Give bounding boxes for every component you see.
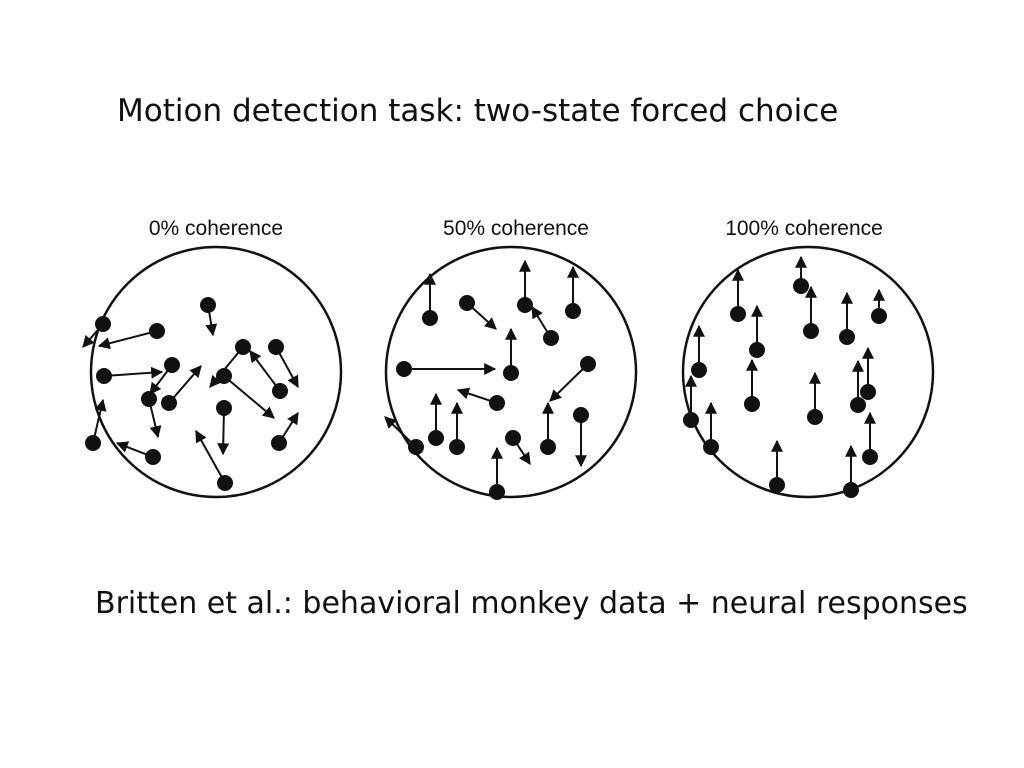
- motion-arrow: [172, 365, 202, 399]
- motion-arrow: [281, 411, 299, 438]
- dot: [422, 310, 438, 326]
- dot: [271, 435, 287, 451]
- dot: [217, 475, 233, 491]
- dot: [235, 339, 251, 355]
- aperture-circle: [384, 245, 638, 499]
- dot: [216, 400, 232, 416]
- dot: [428, 430, 444, 446]
- dot-field: [683, 255, 887, 498]
- dot: [580, 356, 596, 372]
- panel-50-coherence: 50% coherence: [384, 217, 638, 500]
- dot: [505, 430, 521, 446]
- dot: [691, 362, 707, 378]
- motion-arrow: [205, 311, 218, 337]
- dot: [396, 361, 412, 377]
- dot: [565, 303, 581, 319]
- motion-arrow: [115, 441, 147, 456]
- dot: [459, 295, 475, 311]
- dot: [860, 384, 876, 400]
- motion-arrow: [97, 331, 151, 350]
- dot-field: [82, 297, 299, 491]
- motion-arrow: [149, 405, 162, 439]
- dot: [268, 339, 284, 355]
- motion-arrow: [515, 443, 531, 466]
- dot: [517, 297, 533, 313]
- dot: [807, 409, 823, 425]
- dot: [216, 368, 232, 384]
- panel-label: 0% coherence: [149, 217, 283, 240]
- motion-arrow: [228, 379, 275, 419]
- motion-arrow: [149, 369, 169, 395]
- motion-arrow: [456, 387, 491, 402]
- dot: [489, 395, 505, 411]
- dot: [793, 278, 809, 294]
- motion-arrow: [110, 366, 164, 379]
- slide-caption: Britten et al.: behavioral monkey data +…: [95, 586, 968, 621]
- dot: [489, 484, 505, 500]
- dot: [141, 391, 157, 407]
- dot: [96, 368, 112, 384]
- motion-arrow: [471, 306, 497, 330]
- motion-arrow: [82, 328, 100, 348]
- dot: [850, 397, 866, 413]
- motion-arrow: [531, 305, 549, 333]
- dot: [272, 383, 288, 399]
- aperture-circle: [89, 245, 343, 499]
- motion-arrow: [195, 429, 223, 478]
- motion-arrow: [384, 416, 412, 443]
- slide-title: Motion detection task: two-state forced …: [117, 93, 839, 129]
- aperture-circle: [681, 245, 935, 499]
- coherence-figure: 0% coherence 50% coherence 100% coherenc…: [80, 205, 950, 515]
- motion-arrow: [249, 350, 277, 386]
- dot: [449, 439, 465, 455]
- dot: [769, 477, 785, 493]
- dot: [503, 365, 519, 381]
- motion-arrow: [217, 414, 230, 456]
- dot: [843, 482, 859, 498]
- dot: [543, 330, 559, 346]
- dot: [540, 439, 556, 455]
- dot: [683, 412, 699, 428]
- dot: [730, 306, 746, 322]
- dot: [871, 308, 887, 324]
- dot: [149, 323, 165, 339]
- coherence-diagram: 0% coherence 50% coherence 100% coherenc…: [82, 217, 935, 500]
- dot: [85, 435, 101, 451]
- dot: [573, 407, 589, 423]
- dot: [744, 396, 760, 412]
- dot: [408, 439, 424, 455]
- dot: [749, 342, 765, 358]
- dot: [839, 329, 855, 345]
- dot: [703, 439, 719, 455]
- panel-label: 50% coherence: [443, 217, 589, 240]
- dot: [803, 323, 819, 339]
- dot-field: [384, 259, 596, 500]
- motion-arrow: [278, 352, 299, 389]
- dot: [164, 357, 180, 373]
- dot: [862, 449, 878, 465]
- panel-0-coherence: 0% coherence: [82, 217, 343, 499]
- panel-100-coherence: 100% coherence: [681, 217, 935, 499]
- dot: [145, 449, 161, 465]
- motion-arrow: [549, 368, 584, 402]
- dot: [200, 297, 216, 313]
- motion-arrow: [93, 398, 107, 437]
- dot: [95, 316, 111, 332]
- panel-label: 100% coherence: [725, 217, 883, 240]
- dot: [161, 395, 177, 411]
